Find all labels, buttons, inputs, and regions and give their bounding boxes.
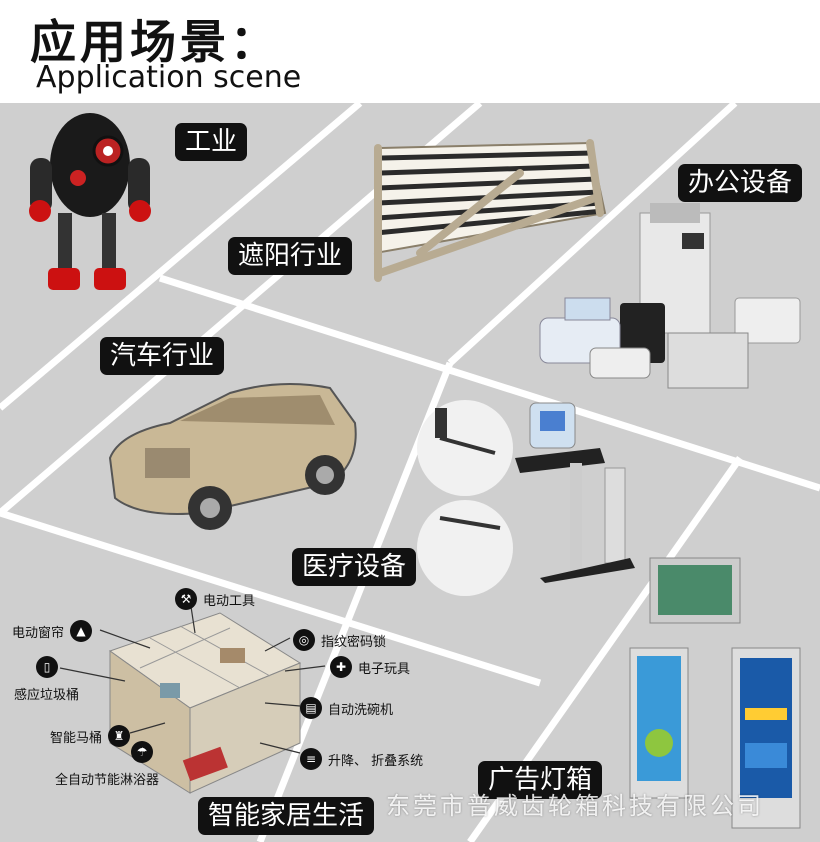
lightbox-image	[629, 557, 801, 829]
label-dishwasher: ▤ 自动洗碗机	[300, 697, 393, 719]
dishwasher-icon: ▤	[300, 697, 322, 719]
tag-medical: 医疗设备	[292, 548, 417, 586]
page-title: 应用场景：	[30, 15, 280, 69]
gamepad-icon: ✚	[330, 656, 352, 678]
scene-collage: 工业 遮阳行业 办公设备 汽车行业 医疗设备 智能家居生活 广告灯箱 ⚒ 电动工…	[0, 103, 820, 842]
shower-icon: ☂	[131, 741, 154, 763]
robot-image	[29, 113, 151, 290]
medical-equipment-image	[417, 400, 635, 596]
drill-icon: ⚒	[175, 588, 197, 610]
label-lift-fold: ≡ 升降、 折叠系统	[300, 748, 423, 770]
collage-graphics	[0, 103, 820, 842]
company-watermark: 东莞市普威齿轮箱科技有限公司	[386, 792, 764, 820]
header: 应用场景： Application scene	[0, 0, 820, 103]
office-equipment-image	[539, 203, 801, 389]
tag-office: 办公设备	[678, 164, 803, 202]
label-electronic-toys: ✚ 电子玩具	[330, 656, 410, 678]
tag-sunshade: 遮阳行业	[228, 237, 353, 275]
lift-icon: ≡	[300, 748, 322, 770]
label-electric-curtain: 电动窗帘 ▲	[12, 620, 98, 642]
label-fingerprint-lock: ◎ 指纹密码锁	[293, 629, 386, 651]
floor-plan-image	[59, 599, 326, 794]
fingerprint-icon: ◎	[293, 629, 315, 651]
trash-icon: ▯	[36, 656, 58, 678]
tag-industry: 工业	[175, 123, 248, 161]
label-smart-toilet: 智能马桶 ♜	[50, 725, 136, 747]
toilet-icon: ♜	[108, 725, 131, 747]
tag-smart-home: 智能家居生活	[198, 797, 375, 835]
curtain-icon: ▲	[70, 620, 93, 642]
label-sensor-trash: ▯ 感应垃圾桶	[14, 656, 79, 703]
tag-automotive: 汽车行业	[100, 337, 225, 375]
awning-image	[373, 139, 607, 282]
label-auto-shower: ☂ 全自动节能淋浴器	[55, 741, 159, 788]
page-subtitle: Application scene	[36, 60, 302, 95]
car-image	[108, 383, 357, 530]
tag-advertising: 广告灯箱	[478, 761, 603, 799]
label-power-tools: ⚒ 电动工具	[175, 588, 255, 610]
